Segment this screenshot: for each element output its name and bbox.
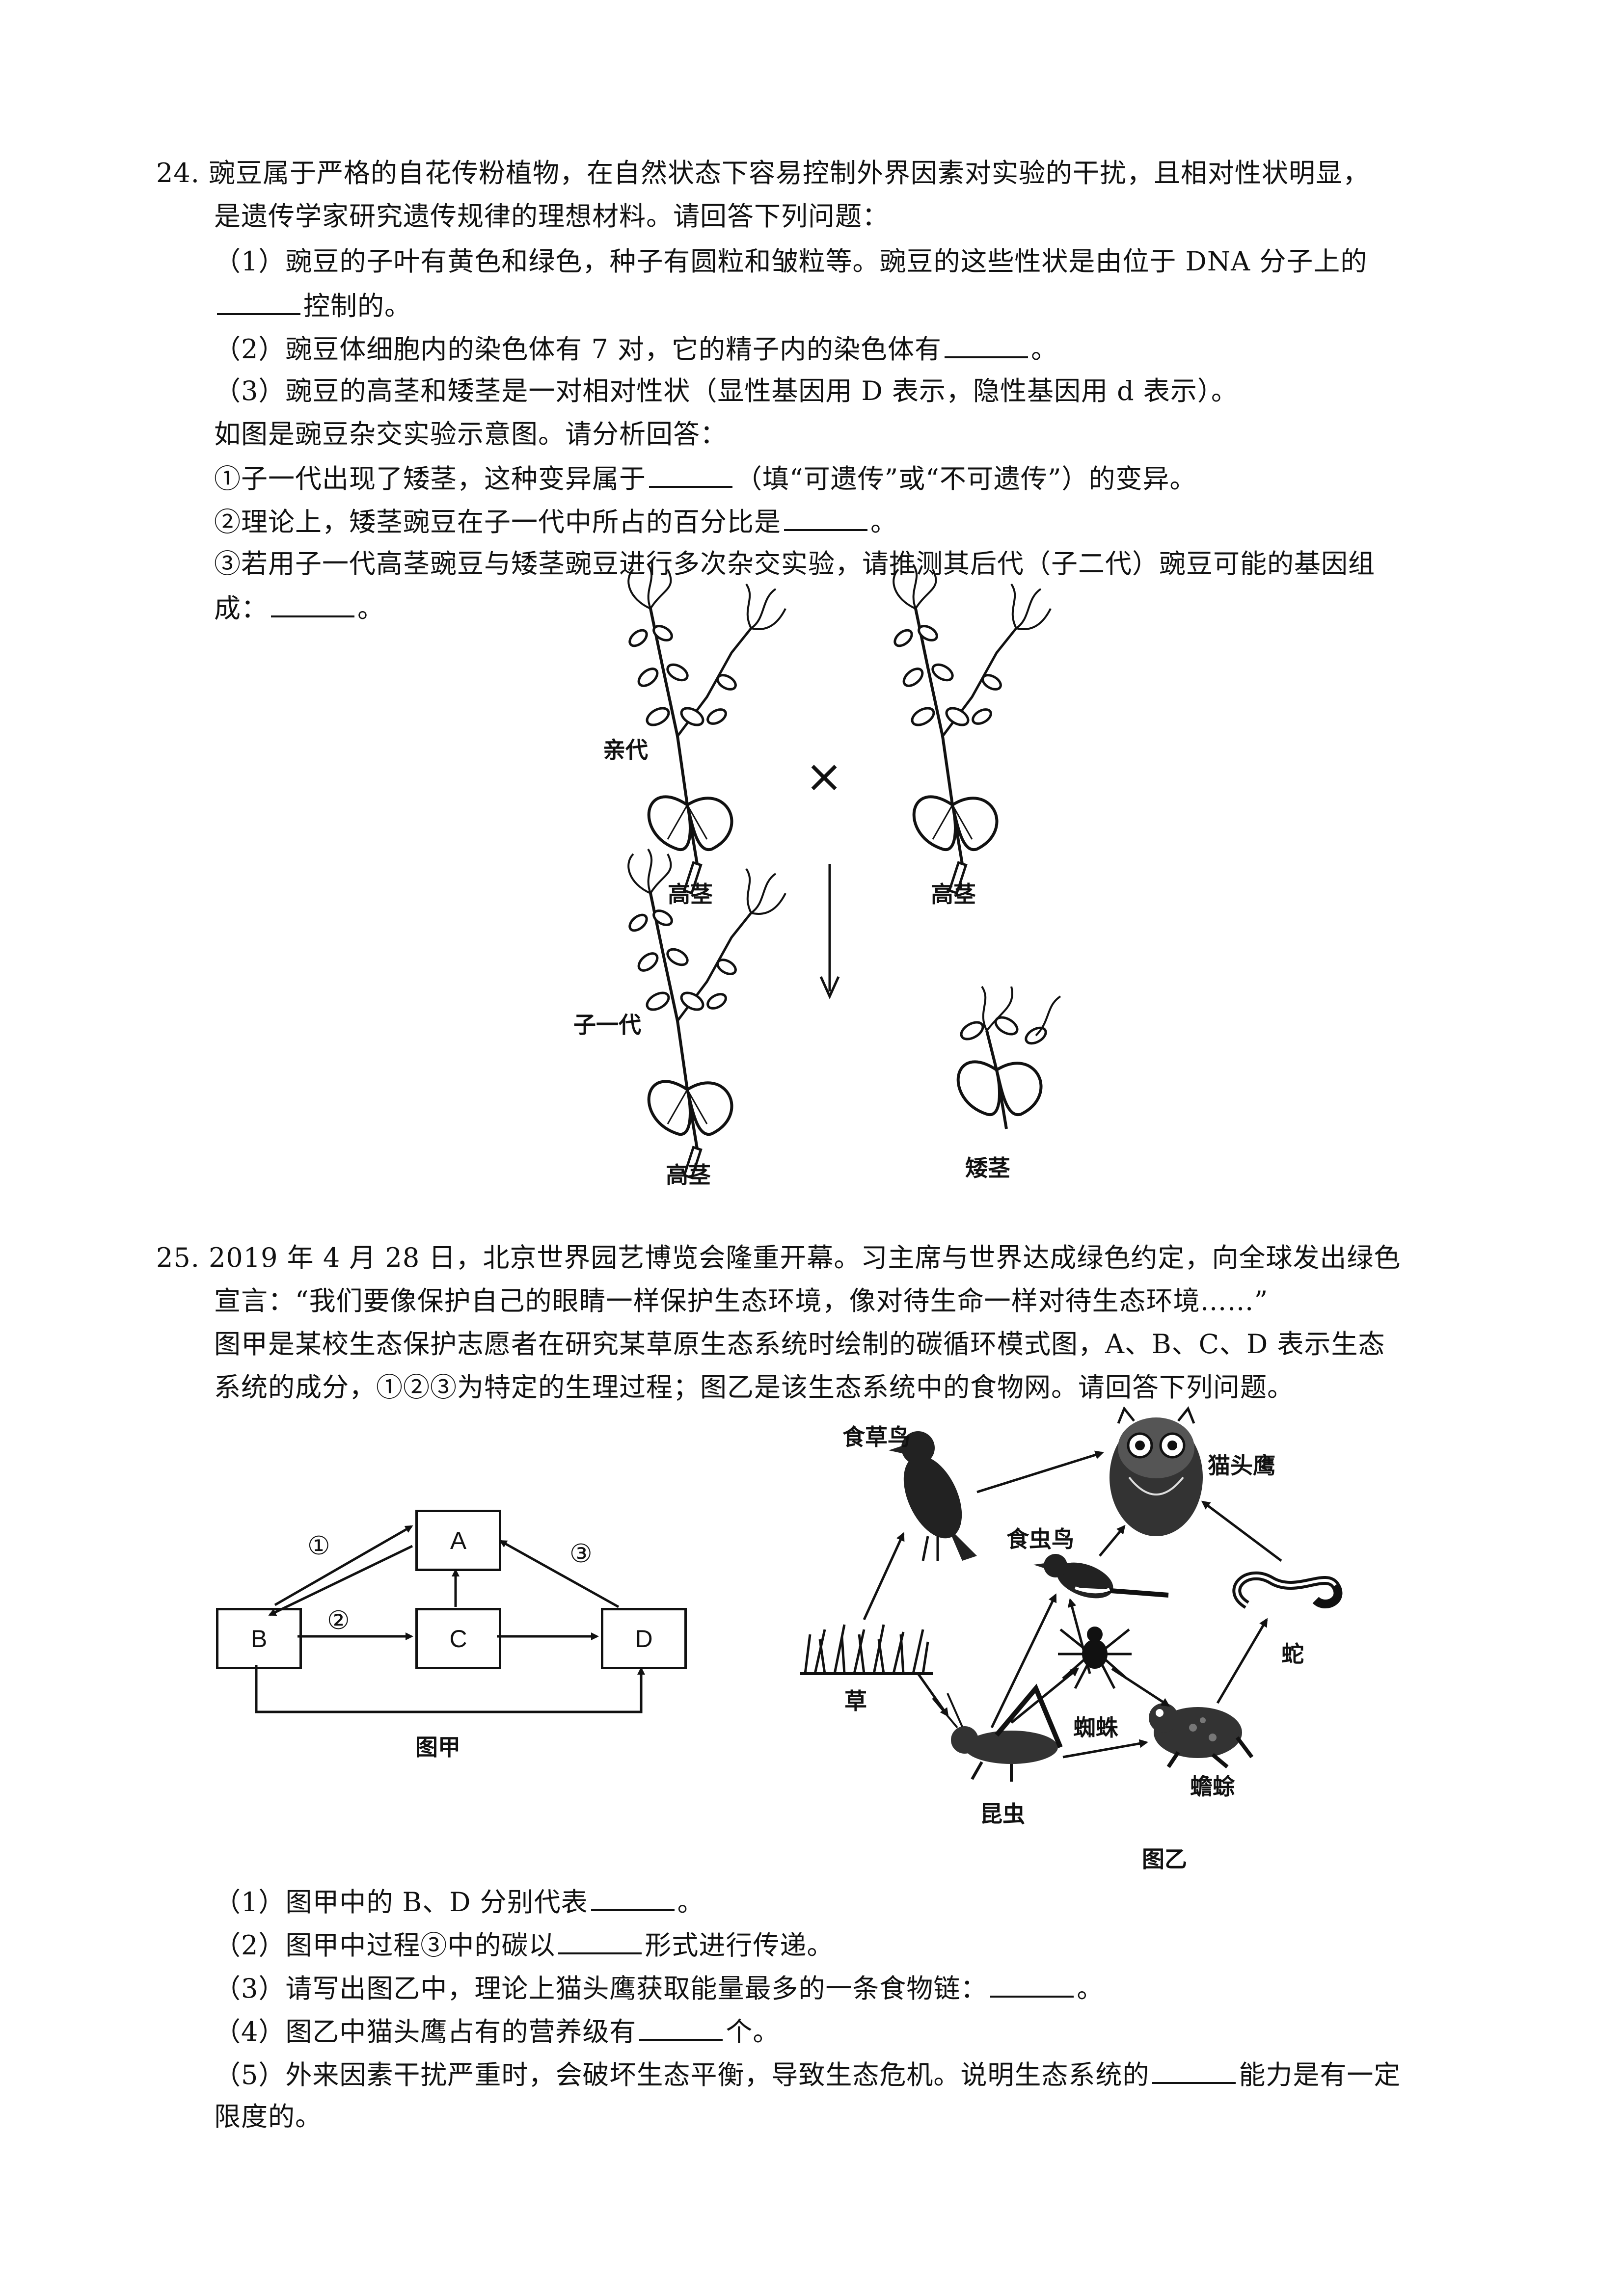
cross-symbol: × <box>805 750 843 802</box>
q25-part-1: （1）图甲中的 B、D 分别代表 。 <box>214 1888 704 1916</box>
insect-bird-icon <box>1033 1554 1169 1599</box>
q24-part-3: （3）豌豆的高茎和矮茎是一对相对性状（显性基因用 D 表示，隐性基因用 d 表示… <box>214 375 1238 406</box>
q25-part-5-tail: 能力是有一定 <box>1239 2059 1401 2090</box>
q25-intro-2: 宣言：“我们要像保护自己的眼睛一样保护生态环境，像对待生命一样对待生态环境……” <box>214 1285 1269 1316</box>
q25-part-1-tail: 。 <box>677 1887 704 1918</box>
spider-icon <box>1058 1627 1132 1689</box>
q24-line-1: 24. 豌豆属于严格的自花传粉植物，在自然状态下容易控制外界因素对实验的干扰，且… <box>156 160 1370 187</box>
q25-part-3-text: （3）请写出图乙中，理论上猫头鹰获取能量最多的一条食物链： <box>214 1973 988 2004</box>
answer-blank[interactable] <box>639 2017 723 2041</box>
answer-blank[interactable] <box>591 1888 675 1911</box>
q24-sub-3-line-2: 成： 。 <box>214 594 384 622</box>
answer-blank[interactable] <box>1152 2060 1236 2084</box>
q25-part-2: （2）图甲中过程③中的碳以 形式进行传递。 <box>214 1931 834 1959</box>
q25-line-1: 25. 2019 年 4 月 28 日，北京世界园艺博览会隆重开幕。习主席与世界… <box>156 1245 1401 1271</box>
down-arrow-icon <box>819 864 840 1000</box>
seed-bird-icon <box>889 1431 977 1561</box>
answer-blank[interactable] <box>271 594 354 617</box>
q24-sub-1-text: ①子一代出现了矮茎，这种变异属于 <box>214 463 646 494</box>
q25-part-2-tail: 形式进行传递。 <box>645 1930 834 1961</box>
node-c: C <box>415 1608 501 1669</box>
fig-jia-caption: 图甲 <box>415 1734 460 1761</box>
node-a: A <box>415 1510 501 1571</box>
q24-sub-1-tail: （填“可遗传”或“不可遗传”）的变异。 <box>735 463 1197 494</box>
q24-sub-2-tail: 。 <box>870 507 897 537</box>
answer-blank[interactable] <box>945 335 1029 358</box>
offspring-label: 子一代 <box>573 1012 641 1038</box>
q25-intro-3: 图甲是某校生态保护志愿者在研究某草原生态系统时绘制的碳循环模式图，A、B、C、D… <box>214 1329 1385 1360</box>
grass-label: 草 <box>844 1688 867 1714</box>
process-3-label: ③ <box>569 1539 593 1569</box>
q25-number: 25. <box>156 1242 200 1273</box>
q24-part-1-line-2: 控制的。 <box>214 292 411 320</box>
answer-blank[interactable] <box>217 292 300 315</box>
answer-blank[interactable] <box>558 1931 642 1954</box>
seed-bird-label: 食草鸟 <box>842 1424 910 1450</box>
q24-intro-1: 豌豆属于严格的自花传粉植物，在自然状态下容易控制外界因素对实验的干扰，且相对性状… <box>209 158 1370 188</box>
parent-label: 亲代 <box>603 737 648 763</box>
q24-part-2-text: （2）豌豆体细胞内的染色体有 7 对，它的精子内的染色体有 <box>214 334 942 365</box>
q25-part-1-text: （1）图甲中的 B、D 分别代表 <box>214 1887 588 1918</box>
process-1-label: ① <box>307 1531 330 1561</box>
node-b: B <box>216 1608 302 1669</box>
q24-sub-2: ②理论上，矮茎豌豆在子一代中所占的百分比是 。 <box>214 507 897 535</box>
q25-part-5-line-2: 限度的。 <box>214 2101 322 2132</box>
q24-intro-2: 是遗传学家研究遗传规律的理想材料。请回答下列问题： <box>214 201 889 232</box>
snake-icon <box>1232 1571 1343 1609</box>
snake-label: 蛇 <box>1281 1641 1304 1667</box>
answer-blank[interactable] <box>649 464 732 488</box>
q25-part-3-tail: 。 <box>1077 1973 1104 2004</box>
toad-icon <box>1149 1703 1254 1769</box>
q24-sub-3-tail: 。 <box>357 593 384 624</box>
q25-intro-4: 系统的成分，①②③为特定的生理过程；图乙是该生态系统中的食物网。请回答下列问题。 <box>214 1372 1294 1403</box>
q24-sub-3-line-1: ③若用子一代高茎豌豆与矮茎豌豆进行多次杂交实验，请推测其后代（子二代）豌豆可能的… <box>214 548 1375 579</box>
q25-intro-1: 2019 年 4 月 28 日，北京世界园艺博览会隆重开幕。习主席与世界达成绿色… <box>209 1242 1401 1273</box>
owl-label: 猫头鹰 <box>1208 1452 1275 1479</box>
spider-label: 蜘蛛 <box>1073 1714 1118 1741</box>
tall-label-3: 高茎 <box>666 1162 711 1188</box>
short-label: 矮茎 <box>965 1155 1010 1181</box>
insect-label: 昆虫 <box>980 1801 1025 1827</box>
q24-part-1-tail: 控制的。 <box>303 291 411 321</box>
q25-part-2-text: （2）图甲中过程③中的碳以 <box>214 1930 556 1961</box>
q25-part-3: （3）请写出图乙中，理论上猫头鹰获取能量最多的一条食物链： 。 <box>214 1974 1104 2002</box>
q24-part-1-line-1: （1）豌豆的子叶有黄色和绿色，种子有圆粒和皱粒等。豌豆的这些性状是由位于 DNA… <box>214 246 1368 277</box>
q25-part-4-text: （4）图乙中猫头鹰占有的营养级有 <box>214 2016 637 2047</box>
grass-icon <box>800 1624 933 1675</box>
q25-part-4-tail: 个。 <box>726 2016 780 2047</box>
q25-part-5-line-1: （5）外来因素干扰严重时，会破坏生态平衡，导致生态危机。说明生态系统的 能力是有一… <box>214 2060 1401 2088</box>
q24-sub-2-text: ②理论上，矮茎豌豆在子一代中所占的百分比是 <box>214 507 781 537</box>
q24-part-2-tail: 。 <box>1031 334 1058 365</box>
tall-label-1: 高茎 <box>668 881 713 908</box>
toad-label: 蟾蜍 <box>1190 1773 1235 1800</box>
q24-number: 24. <box>156 158 200 188</box>
answer-blank[interactable] <box>990 1974 1074 1998</box>
owl-icon <box>1110 1406 1203 1536</box>
process-2-label: ② <box>327 1606 350 1635</box>
q24-sub-3-text: 成： <box>214 593 268 624</box>
q25-part-4: （4）图乙中猫头鹰占有的营养级有 个。 <box>214 2017 780 2045</box>
tall-label-2: 高茎 <box>931 881 976 908</box>
q24-part-3-intro: 如图是豌豆杂交实验示意图。请分析回答： <box>214 419 727 450</box>
answer-blank[interactable] <box>784 507 867 531</box>
insect-icon <box>932 1683 1063 1782</box>
q25-part-5-text: （5）外来因素干扰严重时，会破坏生态平衡，导致生态危机。说明生态系统的 <box>214 2059 1150 2090</box>
fig-yi-caption: 图乙 <box>1142 1846 1187 1872</box>
q24-sub-1: ①子一代出现了矮茎，这种变异属于 （填“可遗传”或“不可遗传”）的变异。 <box>214 464 1196 492</box>
q24-part-2: （2）豌豆体细胞内的染色体有 7 对，它的精子内的染色体有 。 <box>214 335 1058 363</box>
insect-bird-label: 食虫鸟 <box>1006 1526 1074 1552</box>
